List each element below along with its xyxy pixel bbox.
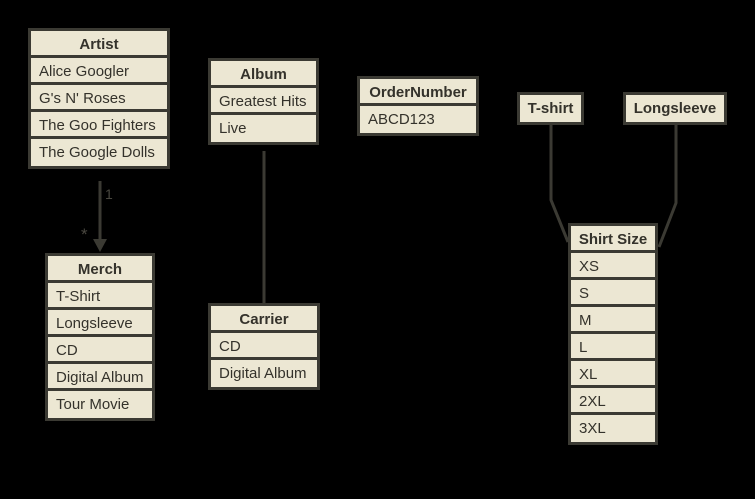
table-row: T-Shirt	[48, 283, 152, 310]
table-row: Longsleeve	[48, 310, 152, 337]
carrier-table: Carrier CD Digital Album	[208, 303, 320, 390]
multiplicity-one-label: 1	[105, 186, 113, 202]
connector-longsleeve-shirtsize	[657, 125, 678, 248]
table-row: XS	[571, 253, 655, 280]
connector-tshirt-shirtsize	[549, 125, 570, 243]
carrier-table-header: Carrier	[211, 306, 317, 333]
table-row: G's N' Roses	[31, 85, 167, 112]
multiplicity-many-label: *	[81, 225, 88, 244]
table-row: Digital Album	[48, 364, 152, 391]
table-row: M	[571, 307, 655, 334]
table-row: L	[571, 334, 655, 361]
table-row: Alice Googler	[31, 58, 167, 85]
arrow-head	[93, 239, 107, 252]
table-row: ABCD123	[360, 106, 476, 133]
artist-table-header: Artist	[31, 31, 167, 58]
table-row: Live	[211, 115, 316, 142]
table-row: The Google Dolls	[31, 139, 167, 166]
table-row: Digital Album	[211, 360, 317, 387]
merch-table: Merch T-Shirt Longsleeve CD Digital Albu…	[45, 253, 155, 421]
table-row: Greatest Hits	[211, 88, 316, 115]
longsleeve-box: Longsleeve	[623, 92, 727, 125]
table-row: 3XL	[571, 415, 655, 442]
order-number-table: OrderNumber ABCD123	[357, 76, 479, 136]
table-row: S	[571, 280, 655, 307]
table-row: XL	[571, 361, 655, 388]
table-row: Tour Movie	[48, 391, 152, 418]
artist-table: Artist Alice Googler G's N' Roses The Go…	[28, 28, 170, 169]
album-table: Album Greatest Hits Live	[208, 58, 319, 145]
table-row: 2XL	[571, 388, 655, 415]
album-table-header: Album	[211, 61, 316, 88]
order-number-table-header: OrderNumber	[360, 79, 476, 106]
table-row: CD	[48, 337, 152, 364]
merch-table-header: Merch	[48, 256, 152, 283]
shirt-size-table-header: Shirt Size	[571, 226, 655, 253]
tshirt-box: T-shirt	[517, 92, 584, 125]
shirt-size-table: Shirt Size XS S M L XL 2XL 3XL	[568, 223, 658, 445]
table-row: CD	[211, 333, 317, 360]
table-row: The Goo Fighters	[31, 112, 167, 139]
